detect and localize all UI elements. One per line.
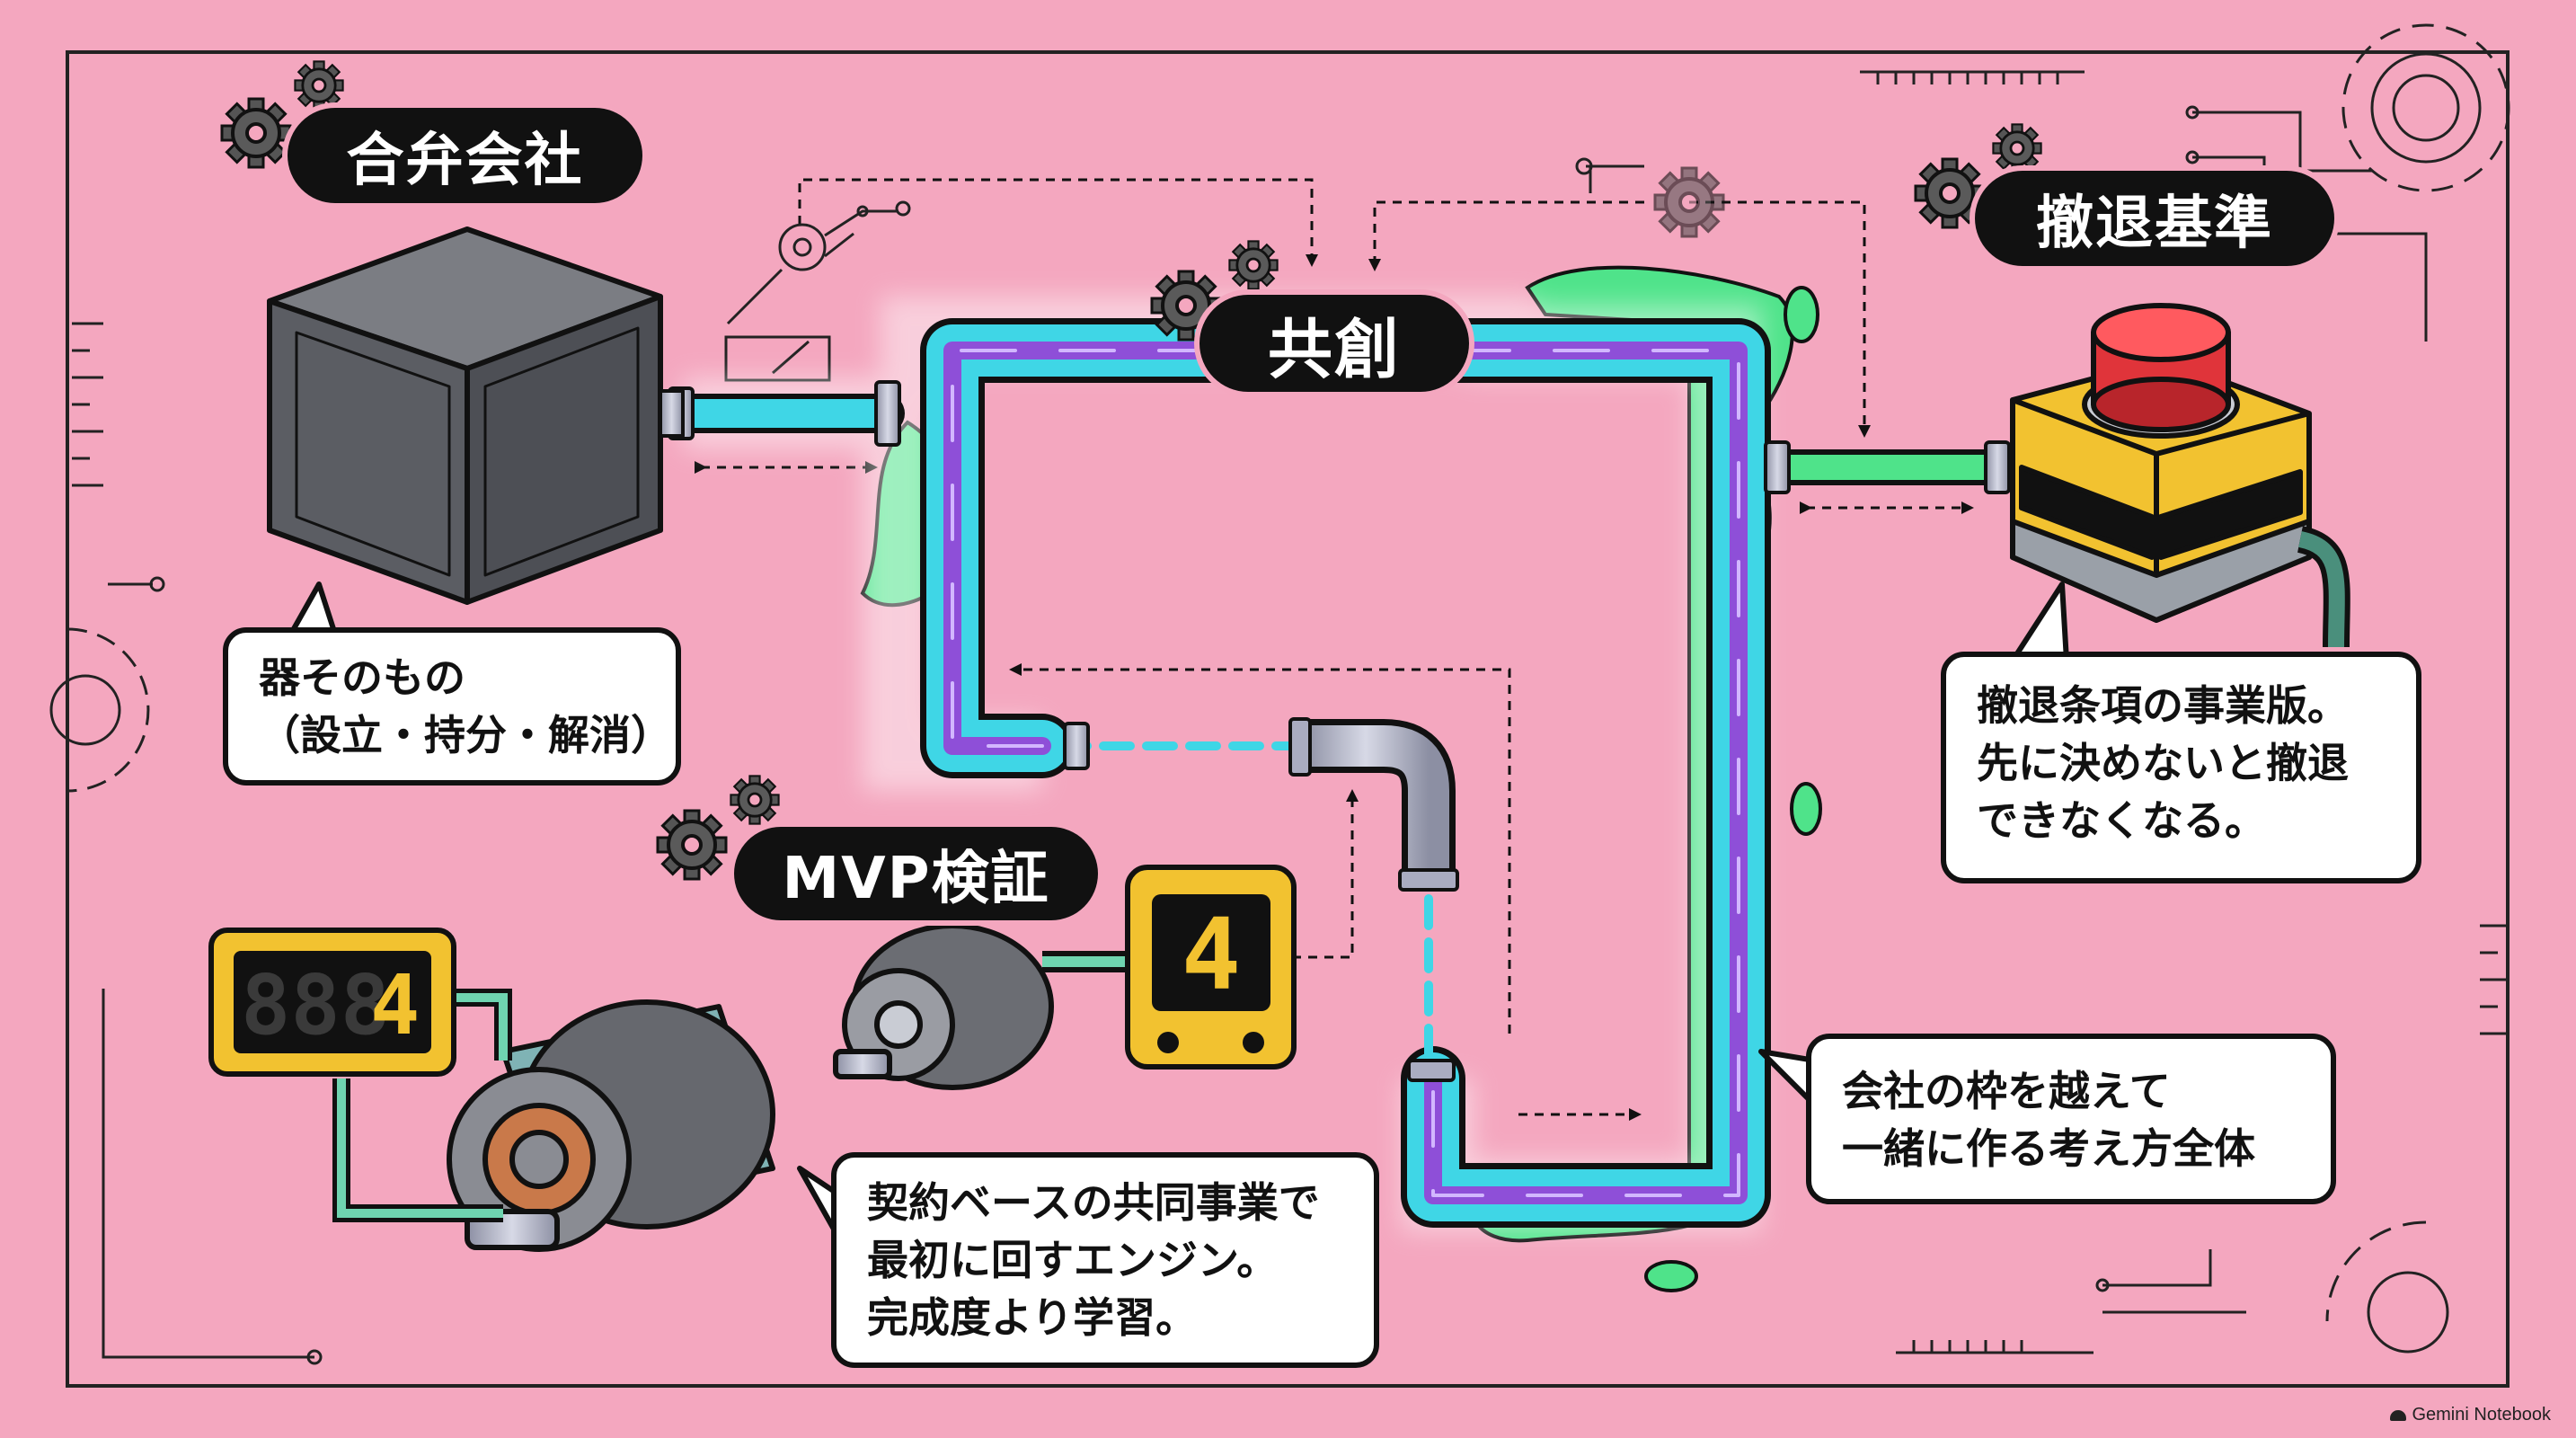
label-joint-venture: 合弁会社 xyxy=(288,108,642,203)
counter-dim-digits: 888 xyxy=(241,957,390,1053)
bubble-joint-venture: 器そのもの （設立・持分・解消） xyxy=(223,627,681,786)
steel-box xyxy=(267,226,685,605)
bubble-line: 一緒に作る考え方全体 xyxy=(1842,1124,2255,1173)
cocreation-pipe xyxy=(663,318,2017,1228)
blueprint-decorations xyxy=(49,23,2510,1365)
bubble-line: 先に決めないと撤退 xyxy=(1977,739,2349,787)
circuit-sketch xyxy=(724,157,1644,382)
digital-counter: 888 4 xyxy=(208,928,456,1077)
bubble-line: （設立・持分・解消） xyxy=(259,711,672,759)
label-mvp-validation: MVP検証 xyxy=(734,827,1098,920)
label-cocreation: 共創 xyxy=(1199,295,1469,392)
frame-border xyxy=(66,50,2510,1388)
pipe-flanges xyxy=(668,380,2011,770)
motor-small xyxy=(833,923,1150,1090)
meter-digit: 4 xyxy=(1182,897,1241,1012)
bubble-line: 契約ベースの共同事業で xyxy=(867,1178,1320,1227)
bubble-line: 完成度より学習。 xyxy=(867,1293,1198,1342)
credit-watermark: Gemini Notebook xyxy=(2390,1405,2551,1425)
bubble-line: 最初に回すエンジン。 xyxy=(867,1236,1279,1284)
counter-lit-digit: 4 xyxy=(370,957,420,1053)
bubble-cocreation: 会社の枠を越えて 一緒に作る考え方全体 xyxy=(1806,1034,2336,1204)
bubble-line: 器そのもの xyxy=(259,653,465,702)
bubble-line: 会社の枠を越えて xyxy=(1842,1067,2171,1115)
bubble-line: できなくなる。 xyxy=(1977,796,2266,845)
bubble-mvp: 契約ベースの共同事業で 最初に回すエンジン。 完成度より学習。 xyxy=(831,1152,1379,1368)
credit-text: Gemini Notebook xyxy=(2412,1405,2551,1425)
notebook-icon xyxy=(2390,1409,2407,1421)
elbow-pipe xyxy=(1288,717,1459,1082)
meter-device: 4 xyxy=(1125,865,1297,1070)
emergency-stop-button xyxy=(2010,303,2350,648)
dotted-connectors xyxy=(695,178,1974,1121)
bubble-tail xyxy=(2010,581,2069,663)
bubble-exit-criteria: 撤退条項の事業版。 先に決めないと撤退 できなくなる。 xyxy=(1941,652,2421,883)
bubble-line: 撤退条項の事業版。 xyxy=(1977,681,2349,730)
label-exit-criteria: 撤退基準 xyxy=(1975,171,2334,266)
